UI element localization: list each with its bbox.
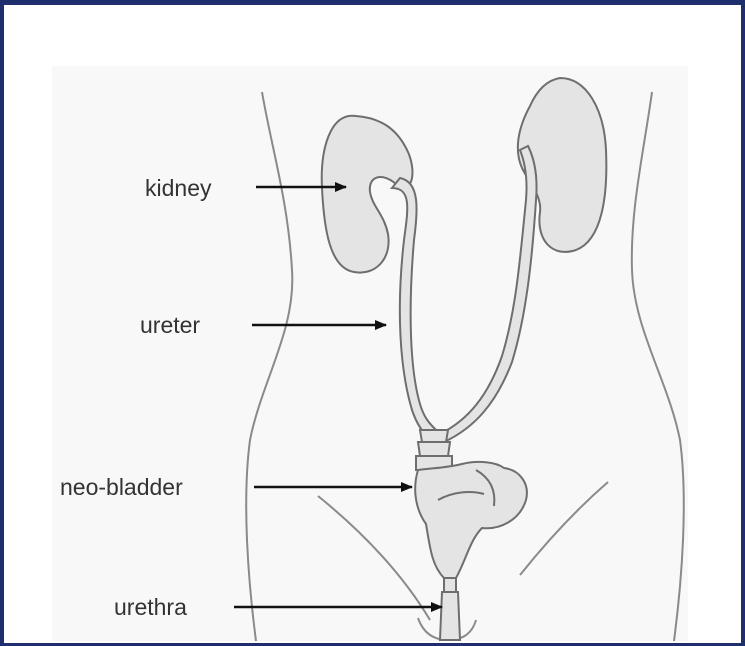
kidney-label: kidney [145,175,212,201]
ureter-label: ureter [140,312,200,338]
ureter-junction [416,430,452,470]
urethra [440,578,460,640]
neo-bladder-label: neo-bladder [60,474,183,500]
urethra-label: urethra [114,594,187,620]
